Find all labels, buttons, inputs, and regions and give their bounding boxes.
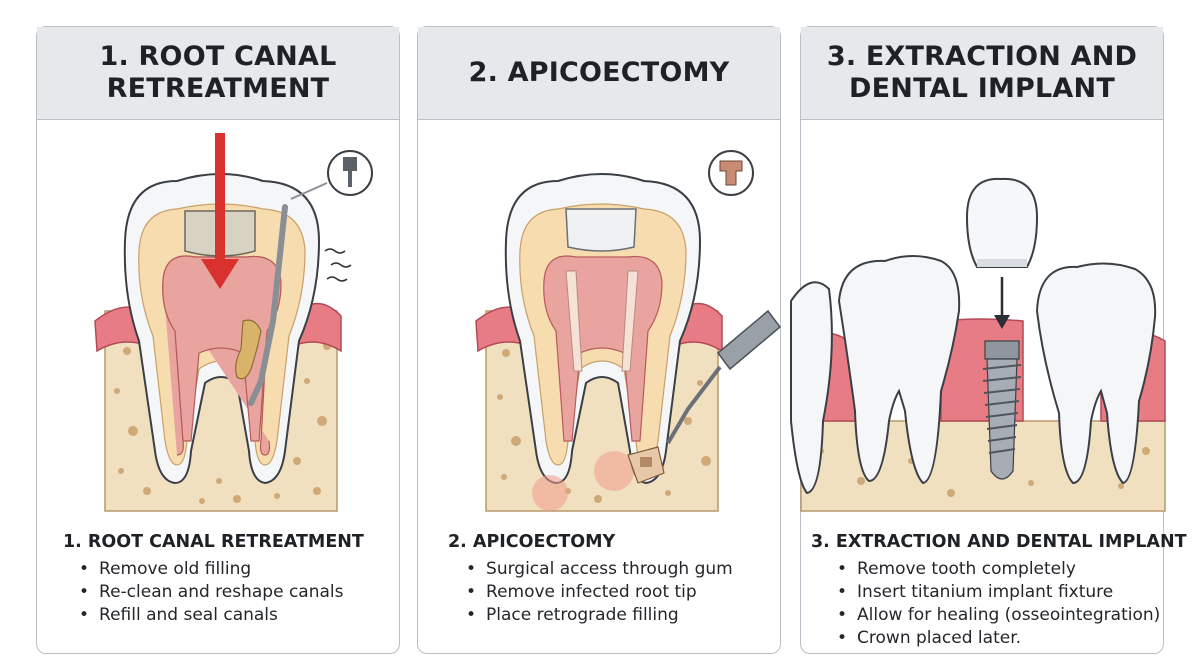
panel-title: 3. EXTRACTION AND DENTAL IMPLANT <box>826 41 1138 104</box>
implant-screw-icon <box>982 340 1022 480</box>
root-canal-illustration <box>94 133 373 512</box>
tooth-cross-section-icon <box>504 173 702 485</box>
bullet-item: Remove infected root tip <box>466 581 780 604</box>
caption-title: 3. EXTRACTION AND DENTAL IMPLANT <box>811 532 1187 552</box>
caption-title: 2. APICOECTOMY <box>448 532 616 552</box>
bullet-item: Crown placed later. <box>837 627 1163 650</box>
bullet-item: Refill and seal canals <box>79 604 399 627</box>
caption: 3. EXTRACTION AND DENTAL IMPLANT Remove … <box>801 532 1187 650</box>
bullet-item: Remove tooth completely <box>837 558 1163 581</box>
panel-title: 1. ROOT CANAL RETREATMENT <box>99 41 337 104</box>
caption-title: 1. ROOT CANAL RETREATMENT <box>63 532 364 552</box>
caption: 1. ROOT CANAL RETREATMENT Remove old fil… <box>37 532 399 627</box>
bullet-item: Surgical access through gum <box>466 558 780 581</box>
bullet-list: Remove tooth completely Insert titanium … <box>801 558 1163 650</box>
surgical-instrument-icon <box>627 309 782 484</box>
panel-title: 2. APICOECTOMY <box>468 57 730 88</box>
caption: 2. APICOECTOMY Surgical access through g… <box>418 532 780 627</box>
panel-header: 2. APICOECTOMY <box>418 27 780 120</box>
crown-icon <box>965 177 1039 268</box>
down-arrow-icon <box>201 133 239 289</box>
pain-lines-icon <box>324 248 352 282</box>
bullet-item: Allow for healing (osseointegration) <box>837 604 1163 627</box>
down-arrow-icon <box>994 277 1010 329</box>
panel-root-canal-retreatment: 1. ROOT CANAL RETREATMENT <box>36 26 400 654</box>
infection-glow-icon <box>532 451 634 511</box>
panel-header: 1. ROOT CANAL RETREATMENT <box>37 27 399 120</box>
bullet-item: Insert titanium implant fixture <box>837 581 1163 604</box>
dental-file-icon <box>235 182 328 406</box>
apicoectomy-illustration <box>475 150 782 512</box>
bullet-item: Re-clean and reshape canals <box>79 581 399 604</box>
neighbor-tooth-icon <box>790 255 1157 495</box>
extraction-implant-illustration <box>790 177 1166 512</box>
bullet-item: Remove old filling <box>79 558 399 581</box>
panel-apicoectomy: 2. APICOECTOMY <box>417 26 782 654</box>
panel-header: 3. EXTRACTION AND DENTAL IMPLANT <box>801 27 1163 120</box>
file-tip-inset-icon <box>327 150 373 196</box>
bullet-list: Remove old filling Re-clean and reshape … <box>37 558 399 627</box>
panel-extraction-implant: 3. EXTRACTION AND DENTAL IMPLANT <box>790 26 1187 654</box>
bullet-item: Place retrograde filling <box>466 604 780 627</box>
bullet-list: Surgical access through gum Remove infec… <box>418 558 780 627</box>
root-tip-inset-icon <box>708 150 754 196</box>
